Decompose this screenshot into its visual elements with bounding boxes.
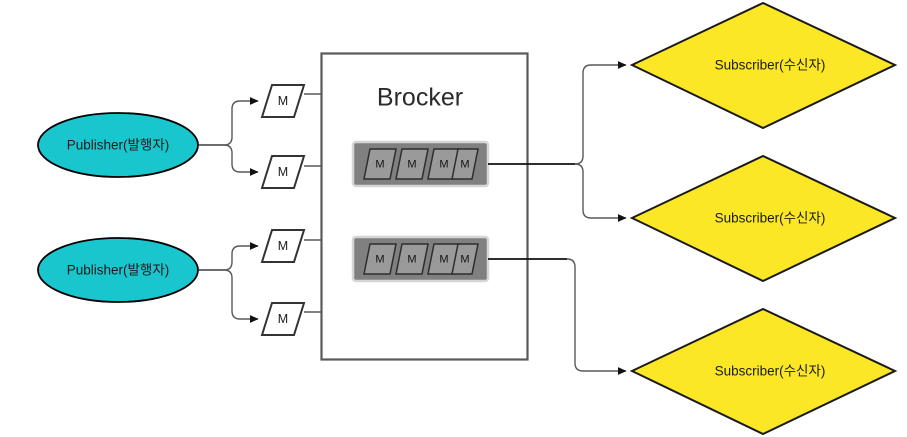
subscriber-2-shape[interactable] bbox=[629, 154, 898, 283]
queue-2-message-1-label: M bbox=[375, 253, 384, 265]
edge-group-publisher-2 bbox=[199, 242, 259, 323]
publisher-2[interactable]: Publisher(발행자) bbox=[37, 237, 199, 303]
subscriber-3-label: Subscriber(수신자) bbox=[715, 364, 826, 379]
message-in-4[interactable]: M bbox=[260, 302, 306, 336]
message-in-1-label: M bbox=[278, 94, 288, 108]
queue-2: M M M M bbox=[351, 235, 490, 283]
message-in-3-label: M bbox=[278, 239, 288, 253]
broker-container bbox=[320, 52, 529, 361]
edge-queue1-to-subscriber1 bbox=[574, 61, 627, 165]
message-in-2-shape[interactable] bbox=[260, 155, 306, 189]
queue-2-message-4-label: M bbox=[460, 253, 469, 265]
subscriber-1[interactable]: Subscriber(수신자) bbox=[629, 1, 898, 130]
queue-2-message-2 bbox=[395, 243, 429, 275]
edge-group-queue2-to-subscribers bbox=[488, 258, 627, 375]
queue-2-message-1 bbox=[363, 243, 397, 275]
edge-publisher1-to-message1 bbox=[199, 97, 259, 146]
edge-publisher1-to-message2 bbox=[199, 144, 259, 176]
subscriber-2[interactable]: Subscriber(수신자) bbox=[629, 154, 898, 283]
message-in-4-label: M bbox=[278, 312, 288, 326]
queue-1-message-3-label: M bbox=[439, 158, 448, 170]
queue-1-message-4 bbox=[451, 148, 479, 180]
publisher-2-label: Publisher(발행자) bbox=[67, 263, 170, 278]
queue-1-message-2 bbox=[395, 148, 429, 180]
edge-queue1-to-subscriber2 bbox=[574, 163, 627, 222]
queue-1-message-1-label: M bbox=[375, 158, 384, 170]
edge-group-publisher-1 bbox=[199, 97, 259, 176]
queue-1-message-1 bbox=[363, 148, 397, 180]
publisher-1-label: Publisher(발행자) bbox=[67, 138, 170, 153]
message-in-4-shape[interactable] bbox=[260, 302, 306, 336]
queue-2-message-2-label: M bbox=[407, 253, 416, 265]
subscriber-3-shape[interactable] bbox=[629, 307, 898, 436]
message-in-1[interactable]: M bbox=[260, 84, 306, 118]
message-in-2-label: M bbox=[278, 165, 288, 179]
message-in-1-shape[interactable] bbox=[260, 84, 306, 118]
publisher-1[interactable]: Publisher(발행자) bbox=[37, 112, 199, 178]
edge-publisher2-to-message4 bbox=[199, 269, 259, 323]
edge-publisher2-to-message3 bbox=[199, 242, 259, 271]
edge-group-queue1-to-subscribers bbox=[488, 61, 627, 222]
broker-title: Brocker bbox=[377, 84, 463, 112]
message-in-3-shape[interactable] bbox=[260, 229, 306, 263]
queue-2-message-3-label: M bbox=[439, 253, 448, 265]
queue-1: M M M M bbox=[351, 140, 490, 188]
publisher-2-shape[interactable] bbox=[37, 237, 199, 303]
message-in-2[interactable]: M bbox=[260, 155, 306, 189]
subscriber-3[interactable]: Subscriber(수신자) bbox=[629, 307, 898, 436]
publisher-1-shape[interactable] bbox=[37, 112, 199, 178]
queue-2-message-4 bbox=[451, 243, 479, 275]
queue-1-messages: M M M M bbox=[363, 148, 479, 180]
queue-1-message-2-label: M bbox=[407, 158, 416, 170]
subscriber-2-label: Subscriber(수신자) bbox=[715, 211, 826, 226]
queue-2-messages: M M M M bbox=[363, 243, 479, 275]
edge-queue2-to-subscriber3 bbox=[566, 258, 627, 375]
subscriber-1-label: Subscriber(수신자) bbox=[715, 58, 826, 73]
subscriber-1-shape[interactable] bbox=[629, 1, 898, 130]
message-in-3[interactable]: M bbox=[260, 229, 306, 263]
queue-1-message-4-label: M bbox=[460, 158, 469, 170]
